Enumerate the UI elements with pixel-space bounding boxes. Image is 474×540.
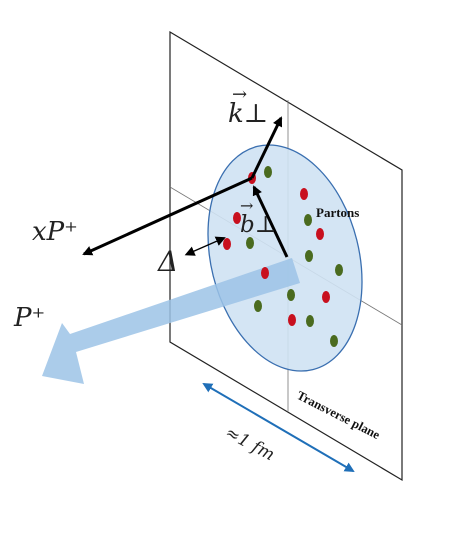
parton-red	[300, 188, 308, 200]
parton-red	[322, 291, 330, 303]
parton-red	[261, 267, 269, 279]
x-p-plus-label: xP⁺	[32, 217, 78, 247]
parton-red	[223, 238, 231, 250]
parton-red	[316, 228, 324, 240]
parton-green	[305, 250, 313, 262]
b-perp-label: b⊥	[240, 212, 276, 238]
parton-green	[304, 214, 312, 226]
size-label: ≈1 fm	[222, 423, 278, 465]
xp-plus-vector	[82, 176, 253, 256]
delta-label: Δ	[157, 245, 178, 278]
parton-disk	[207, 144, 363, 372]
p-plus-label: P⁺	[13, 303, 45, 333]
k-perp-arrow-mark: →	[232, 84, 247, 105]
green-partons	[246, 166, 343, 347]
parton-green	[264, 166, 272, 178]
parton-green	[306, 315, 314, 327]
k-perp-label: k⊥	[228, 99, 268, 129]
parton-green	[246, 237, 254, 249]
proton-beam-arrow	[42, 258, 300, 384]
parton-green	[335, 264, 343, 276]
red-partons	[223, 172, 330, 326]
parton-green	[254, 300, 262, 312]
parton-green	[330, 335, 338, 347]
parton-red	[288, 314, 296, 326]
parton-red	[233, 212, 241, 224]
k-perp-vector	[250, 116, 283, 179]
size-arrow	[202, 382, 355, 473]
parton-green	[287, 289, 295, 301]
partons-label: Partons	[316, 205, 359, 220]
b-perp-arrow-mark: →	[240, 196, 253, 215]
b-perp-vector	[252, 185, 289, 258]
delta-arrow	[184, 236, 226, 256]
